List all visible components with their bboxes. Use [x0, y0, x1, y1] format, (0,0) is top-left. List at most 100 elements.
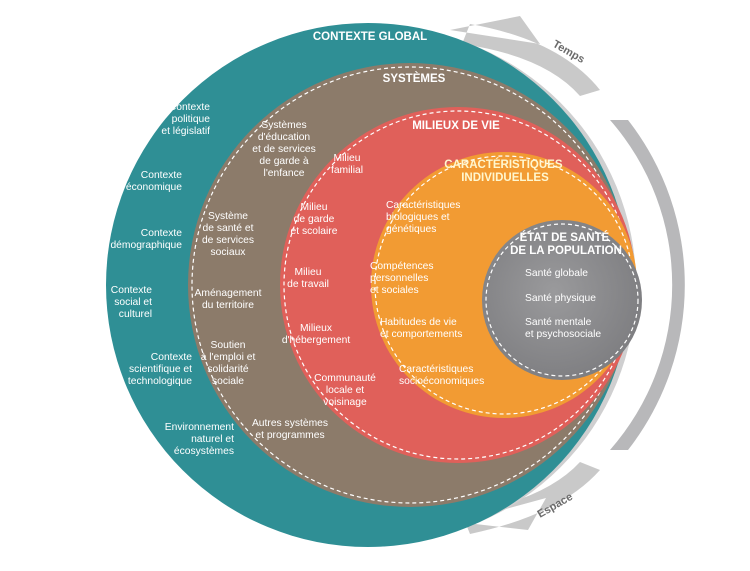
individuelles-item-1-line-1: Caractéristiques [386, 200, 460, 211]
space-arrow-icon [458, 462, 600, 534]
etat-item-1: Santé globale [525, 268, 588, 279]
global-item-1-line-3: et législatif [161, 126, 210, 137]
milieux-item-2-line-3: et scolaire [291, 226, 338, 237]
milieux-item-5-line-2: locale et [326, 385, 364, 396]
systemes-item-3-line-2: du territoire [202, 300, 254, 311]
milieux-item-2-line-1: Milieu [301, 202, 328, 213]
individuelles-item-3-line-1: Habitudes de vie [380, 317, 457, 328]
right-grey-band [610, 120, 685, 450]
milieux-item-5-line-1: Communauté [314, 373, 376, 384]
global-item-4-line-2: social et [114, 297, 152, 308]
systemes-item-4-line-4: sociale [212, 376, 244, 387]
systemes-item-5-line-2: et programmes [255, 430, 324, 441]
milieux-item-4-line-2: d'hébergement [282, 335, 351, 346]
etat-item-2: Santé physique [525, 293, 596, 304]
etat-item-3-line-1: Santé mentale [525, 317, 592, 328]
milieux-item-1-line-2: familial [331, 165, 363, 176]
etat-item-1-line-1: Santé globale [525, 268, 588, 279]
population-health-title: ÉTAT DE SANTÉ DE LA POPULATION [510, 231, 622, 257]
milieux-item-2-line-2: de garde [294, 214, 335, 225]
global-item-6-line-1: Environnement [165, 422, 234, 433]
core-population-health [482, 220, 642, 380]
global-item-1-line-2: politique [172, 114, 211, 125]
individual-title-line-2: INDIVIDUELLES [461, 172, 549, 184]
systemes-item-4-line-3: solidarité [207, 364, 248, 375]
individuelles-item-4-line-1: Caractéristiques [399, 364, 473, 375]
systemes-item-2-line-2: de santé et [203, 223, 254, 234]
individuelles-item-2-line-3: et sociales [370, 285, 419, 296]
individuelles-item-1-line-2: biologiques et [386, 212, 450, 223]
systemes-item-1-line-3: et de services [252, 144, 316, 155]
individuelles-item-2-line-2: personnelles [370, 273, 428, 284]
systemes-item-1-line-1: Systèmes [261, 120, 306, 131]
global-item-3-line-2: démographique [110, 240, 182, 251]
systemes-item-5-line-1: Autres systèmes [252, 418, 328, 429]
systemes-item-2-line-4: sociaux [211, 247, 247, 258]
global-item-2-line-1: Contexte [141, 170, 182, 181]
systemes-item-1-line-4: de garde à [259, 156, 309, 167]
individual-title-line-1: CARACTÉRISTIQUES [444, 158, 563, 171]
systemes-item-2-line-3: de services [202, 235, 254, 246]
global-item-5-line-2: scientifique et [129, 364, 192, 375]
milieux-item-3-line-2: de travail [287, 279, 329, 290]
time-arrow-icon [450, 16, 600, 96]
systems-title: SYSTÈMES [383, 72, 446, 85]
individuelles-item-1-line-3: génétiques [386, 224, 436, 235]
population-title-line-2: DE LA POPULATION [510, 245, 622, 257]
individual-characteristics-title: CARACTÉRISTIQUES INDIVIDUELLES [444, 158, 565, 184]
population-title-line-1: ÉTAT DE SANTÉ [520, 231, 610, 244]
etat-item-2-line-1: Santé physique [525, 293, 596, 304]
milieux-item-3-line-1: Milieu [295, 267, 322, 278]
individuelles-item-3-line-2: et comportements [380, 329, 462, 340]
global-item-4-line-1: Contexte [111, 285, 152, 296]
global-item-6-line-2: naturel et [191, 434, 234, 445]
systemes-item-2-line-1: Système [208, 211, 248, 222]
systemes-item-1-line-2: d'éducation [258, 132, 311, 143]
global-context-title: CONTEXTE GLOBAL [313, 31, 427, 43]
global-item-4-line-3: culturel [119, 309, 152, 320]
individuelles-item-2-line-1: Compétences [370, 261, 434, 272]
systemes-item-4-line-2: à l'emploi et [201, 352, 256, 363]
etat-item-3-line-2: et psychosociale [525, 329, 601, 340]
systemes-item-1-line-5: l'enfance [264, 168, 305, 179]
global-item-5-line-1: Contexte [151, 352, 192, 363]
global-item-5-line-3: technologique [128, 376, 192, 387]
milieux-item-1-line-1: Milieu [334, 153, 361, 164]
global-item-1-line-1: Contexte [169, 102, 210, 113]
systemes-item-4-line-1: Soutien [211, 340, 246, 351]
core-dashed [485, 223, 639, 377]
systemes-item-3-line-1: Aménagement [195, 288, 262, 299]
global-item-6-line-3: écosystèmes [174, 446, 234, 457]
global-item-3-line-1: Contexte [141, 228, 182, 239]
individuelles-item-4-line-2: socioéconomiques [399, 376, 484, 387]
milieux-item-5-line-3: voisinage [323, 397, 367, 408]
milieux-item-4-line-1: Milieux [300, 323, 333, 334]
living-environments-title: MILIEUX DE VIE [412, 120, 500, 132]
